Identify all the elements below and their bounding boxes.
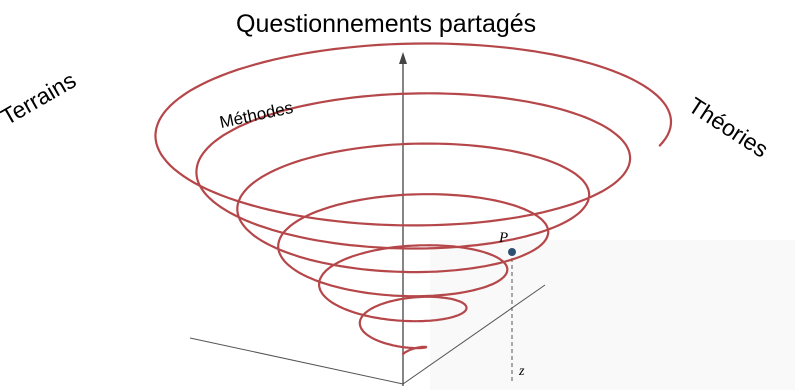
axis-z-label: z	[519, 364, 525, 379]
background-shade	[430, 240, 795, 390]
spiral-curve	[154, 42, 673, 356]
point-marker	[508, 248, 516, 256]
diagram-title: Questionnements partagés	[236, 10, 537, 38]
horizontal-axis-left	[189, 337, 404, 385]
axis-arrowhead	[399, 52, 407, 64]
point-label: P	[499, 230, 509, 246]
horizontal-axis-right	[402, 284, 546, 385]
